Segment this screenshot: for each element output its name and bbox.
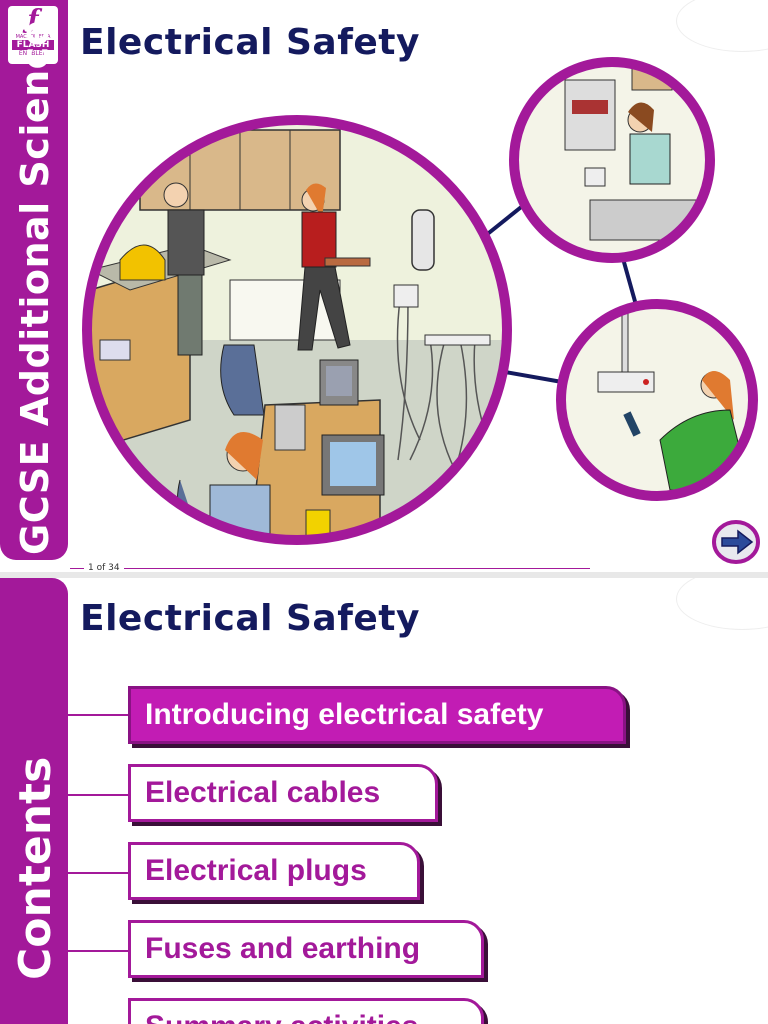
scene-circle-border: [82, 115, 512, 545]
title-slide: ƒ MACROMEDIA FLASH ENABLED GCSE Addition…: [0, 0, 768, 572]
menu-connector: [68, 714, 128, 716]
connector-line: [504, 370, 563, 384]
arrow-right-icon: [712, 520, 760, 564]
menu-item-electrical-cables[interactable]: Electrical cables: [128, 764, 438, 822]
flash-badge-bottom: ENABLED: [18, 50, 48, 57]
socket-circle-border: [556, 299, 758, 501]
menu-item-electrical-plugs[interactable]: Electrical plugs: [128, 842, 420, 900]
sidebar: Contents: [0, 578, 68, 1024]
menu-connector: [68, 872, 128, 874]
office-illustration: [82, 57, 758, 545]
contents-slide: Contents Electrical Safety Introducing e…: [0, 578, 768, 1024]
page-title: Electrical Safety: [80, 22, 420, 63]
next-slide-button[interactable]: [712, 520, 760, 564]
flash-badge-top: MACROMEDIA: [15, 34, 51, 40]
flash-logo-icon: ƒ: [27, 5, 39, 35]
sidebar: ƒ MACROMEDIA FLASH ENABLED GCSE Addition…: [0, 0, 68, 560]
footer-line: [70, 568, 590, 569]
sidebar-label: Contents: [10, 756, 61, 980]
menu-connector: [68, 950, 128, 952]
flash-enabled-badge: ƒ MACROMEDIA FLASH ENABLED: [8, 6, 58, 64]
office-scene: [87, 120, 507, 540]
menu-connector: [68, 794, 128, 796]
page-title: Electrical Safety: [80, 598, 420, 639]
page-indicator: 1 of 34: [84, 563, 124, 572]
menu-item-fuses-and-earthing[interactable]: Fuses and earthing: [128, 920, 484, 978]
flash-badge-middle: FLASH: [12, 40, 54, 50]
menu-item-summary-activities[interactable]: Summary activities: [128, 998, 484, 1024]
corner-decoration: [676, 578, 768, 630]
fusebox-scene: [514, 62, 710, 258]
menu-item-introducing-electrical-safety[interactable]: Introducing electrical safety: [128, 686, 626, 744]
fusebox-circle-border: [509, 57, 715, 263]
slide-separator: [0, 572, 768, 578]
connector-line: [620, 254, 638, 306]
